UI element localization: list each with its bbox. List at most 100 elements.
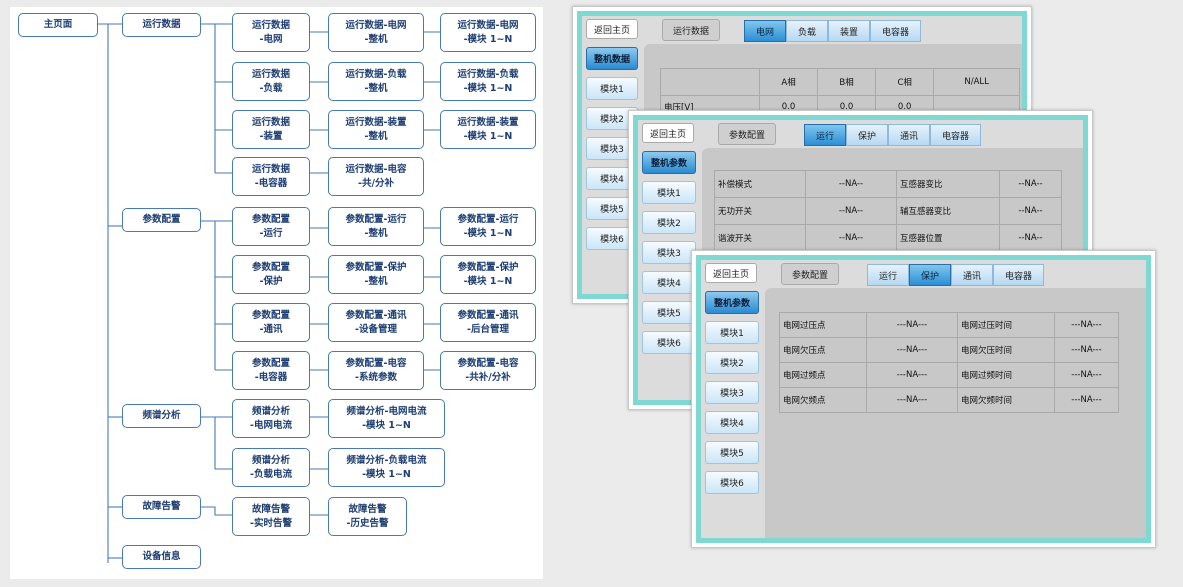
sidebar-item-module-2[interactable]: 模块2 (705, 351, 759, 374)
tree-node: 频谱分析 -电网电流 (232, 399, 310, 438)
tab-capacitor[interactable]: 电容器 (870, 20, 922, 42)
param-value: ---NA--- (1054, 362, 1119, 388)
tab-capacitor[interactable]: 电容器 (993, 264, 1045, 286)
param-table: 补偿模式 --NA-- 互感器变比 --NA-- 无功开关 --NA-- 辅互感… (714, 170, 1062, 252)
tab-running[interactable]: 运行 (804, 124, 847, 146)
tab-device[interactable]: 装置 (828, 20, 871, 42)
tree-node: 参数配置 -保护 (232, 255, 310, 294)
tree-category-spectrum-analysis: 频谱分析 (122, 404, 201, 428)
sidebar-item-module-1[interactable]: 模块1 (642, 181, 696, 204)
table-row: 电网欠频点 ---NA--- 电网欠频时间 ---NA--- (779, 387, 1119, 413)
sidebar-item-module-6[interactable]: 模块6 (705, 471, 759, 494)
tree-node: 运行数据 -电网 (232, 13, 310, 52)
param-label: 电网欠压时间 (957, 337, 1055, 363)
param-label: 电网欠频时间 (957, 387, 1055, 413)
sidebar-item-module-6[interactable]: 模块6 (642, 331, 696, 354)
section-label: 运行数据 (662, 19, 720, 41)
table-row: 无功开关 --NA-- 辅互感器变比 --NA-- (714, 197, 1062, 225)
protection-param-table: 电网过压点 ---NA--- 电网过压时间 ---NA--- 电网欠压点 ---… (779, 312, 1119, 413)
sidebar-item-module-1[interactable]: 模块1 (586, 77, 638, 100)
content-area: 电网过压点 ---NA--- 电网过压时间 ---NA--- 电网欠压点 ---… (765, 288, 1146, 538)
hmi-screen: 返回主页 参数配置 运行 保护 通讯 电容器 整机参数 模块1 模块2 模块3 … (701, 260, 1146, 538)
table-row: 补偿模式 --NA-- 互感器变比 --NA-- (714, 170, 1062, 198)
return-home-button[interactable]: 返回主页 (586, 19, 638, 39)
tree-node: 参数配置 -运行 (232, 207, 310, 246)
param-label: 电网过频时间 (957, 362, 1055, 388)
screenshot-param-protection: 返回主页 参数配置 运行 保护 通讯 电容器 整机参数 模块1 模块2 模块3 … (691, 250, 1156, 548)
tree-node: 参数配置-运行 -模块 1~N (440, 207, 536, 246)
sidebar-item-module-3[interactable]: 模块3 (642, 241, 696, 264)
sidebar-item-module-5[interactable]: 模块5 (705, 441, 759, 464)
tree-node: 运行数据-负载 -整机 (328, 62, 424, 101)
tree-node: 参数配置-电容 -系统参数 (328, 351, 424, 390)
tab-protection[interactable]: 保护 (846, 124, 889, 146)
tree-node: 运行数据-装置 -整机 (328, 110, 424, 149)
sidebar-item-whole-data[interactable]: 整机数据 (586, 47, 638, 70)
table-row: 谐波开关 --NA-- 互感器位置 --NA-- (714, 224, 1062, 252)
section-label: 参数配置 (718, 123, 776, 145)
menu-tree-connectors (97, 23, 440, 563)
sidebar-item-module-1[interactable]: 模块1 (705, 321, 759, 344)
param-value: --NA-- (805, 197, 897, 225)
section-label: 参数配置 (781, 263, 839, 285)
param-label: 无功开关 (714, 197, 806, 225)
param-label: 补偿模式 (714, 170, 806, 198)
sidebar-item-module-2[interactable]: 模块2 (642, 211, 696, 234)
param-value: --NA-- (999, 224, 1062, 252)
tree-node: 参数配置-保护 -模块 1~N (440, 255, 536, 294)
sidebar-item-whole-params[interactable]: 整机参数 (705, 291, 759, 314)
tree-node: 频谱分析-电网电流 -模块 1~N (328, 399, 445, 438)
param-value: ---NA--- (866, 387, 958, 413)
param-value: ---NA--- (1054, 337, 1119, 363)
tree-root-node: 主页面 (18, 13, 98, 37)
sidebar-item-module-3[interactable]: 模块3 (705, 381, 759, 404)
tree-category-device-info: 设备信息 (122, 545, 201, 569)
sidebar-item-module-4[interactable]: 模块4 (586, 167, 638, 190)
param-value: ---NA--- (1054, 387, 1119, 413)
param-value: --NA-- (999, 170, 1062, 198)
param-label: 互感器位置 (896, 224, 1000, 252)
tree-node: 运行数据-装置 -模块 1~N (440, 110, 536, 149)
tree-node: 参数配置-通讯 -设备管理 (328, 303, 424, 342)
tree-node: 故障告警 -历史告警 (328, 497, 407, 536)
tab-communication[interactable]: 通讯 (951, 264, 994, 286)
tab-running[interactable]: 运行 (867, 264, 910, 286)
param-label: 电网过频点 (779, 362, 867, 388)
tree-node: 运行数据 -电容器 (232, 157, 310, 196)
table-header: C相 (875, 68, 935, 96)
menu-tree-panel: 主页面 运行数据 参数配置 频谱分析 故障告警 设备信息 运行数据 -电网 运行… (10, 7, 543, 579)
param-label: 电网过压时间 (957, 312, 1055, 338)
param-value: --NA-- (805, 170, 897, 198)
param-label: 电网欠频点 (779, 387, 867, 413)
tab-communication[interactable]: 通讯 (888, 124, 931, 146)
return-home-button[interactable]: 返回主页 (642, 123, 694, 143)
param-value: --NA-- (999, 197, 1062, 225)
tree-node: 频谱分析 -负载电流 (232, 448, 310, 487)
tree-node: 参数配置-运行 -整机 (328, 207, 424, 246)
sidebar-item-whole-params[interactable]: 整机参数 (642, 151, 696, 174)
param-label: 互感器变比 (896, 170, 1000, 198)
table-row: 电网欠压点 ---NA--- 电网欠压时间 ---NA--- (779, 337, 1119, 363)
return-home-button[interactable]: 返回主页 (705, 263, 757, 283)
tab-grid[interactable]: 电网 (744, 20, 787, 42)
tree-node: 运行数据 -负载 (232, 62, 310, 101)
table-row: 电网过压点 ---NA--- 电网过压时间 ---NA--- (779, 312, 1119, 338)
tree-node: 参数配置-通讯 -后台管理 (440, 303, 536, 342)
screen-frame: 返回主页 参数配置 运行 保护 通讯 电容器 整机参数 模块1 模块2 模块3 … (696, 255, 1151, 543)
tree-category-parameter-config: 参数配置 (122, 208, 201, 232)
sidebar-item-module-4[interactable]: 模块4 (705, 411, 759, 434)
tree-node: 参数配置-保护 -整机 (328, 255, 424, 294)
sidebar-item-module-4[interactable]: 模块4 (642, 271, 696, 294)
tree-node: 故障告警 -实时告警 (232, 497, 310, 536)
table-header: A相 (759, 68, 819, 96)
tree-node: 参数配置 -通讯 (232, 303, 310, 342)
tab-load[interactable]: 负载 (786, 20, 829, 42)
param-value: ---NA--- (866, 337, 958, 363)
tree-category-fault-alarm: 故障告警 (122, 495, 201, 519)
tab-capacitor[interactable]: 电容器 (930, 124, 982, 146)
tab-protection[interactable]: 保护 (909, 264, 952, 286)
tree-node: 运行数据-负载 -模块 1~N (440, 62, 536, 101)
table-header: N/ALL (933, 68, 1020, 96)
grid-data-table: A相 B相 C相 N/ALL 电压[V] 0.0 0.0 0.0 (659, 68, 1020, 118)
sidebar-item-module-5[interactable]: 模块5 (642, 301, 696, 324)
